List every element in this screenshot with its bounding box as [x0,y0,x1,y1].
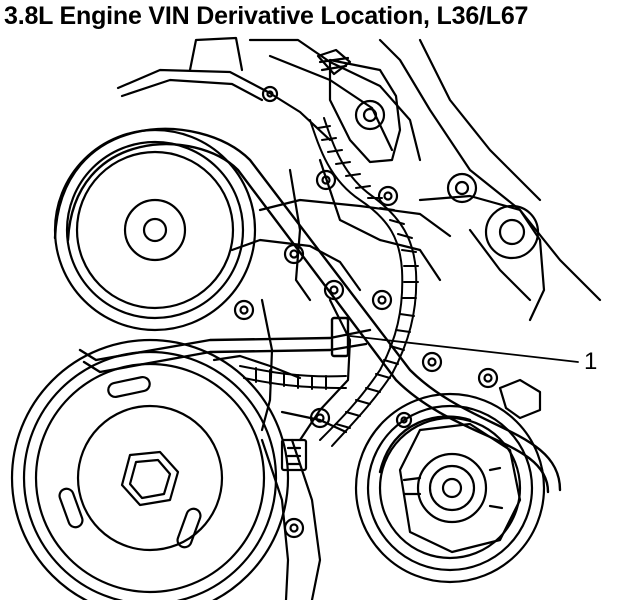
crank-pulley [10,338,290,600]
drive-belt [53,127,562,494]
vin-derivative-stamp-icon [330,316,350,358]
tensioner-pulley [354,392,546,584]
idler-pulley [446,172,542,420]
wiring-harness [239,117,419,447]
page-title: 3.8L Engine VIN Derivative Location, L36… [4,2,529,30]
callout-leader-line [349,335,579,363]
upper-bracket [316,48,402,164]
callout-number: 1 [584,348,598,375]
harness-connector [280,438,308,472]
mounting-bolts [233,85,499,539]
